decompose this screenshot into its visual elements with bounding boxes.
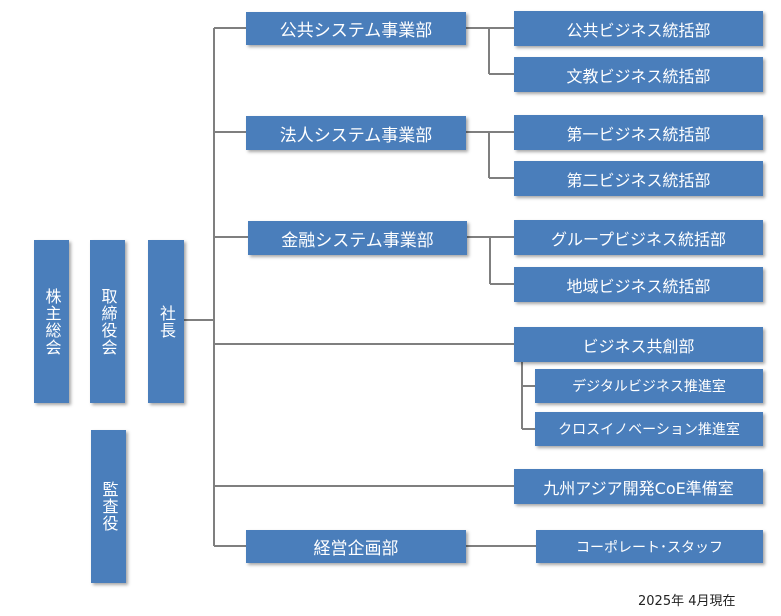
kyushu-coe-office-box: 九州アジア開発CoE準備室 bbox=[514, 469, 763, 504]
group-business-dept-box: グループビジネス統括部 bbox=[514, 220, 763, 255]
shareholders-meeting-label: 株主総会 bbox=[42, 287, 62, 356]
public-systems-division-box: 公共システム事業部 bbox=[246, 12, 466, 45]
first-business-dept-label: 第一ビジネス統括部 bbox=[566, 124, 711, 144]
corporate-systems-division-label: 法人システム事業部 bbox=[279, 125, 433, 146]
corporate-systems-division-box: 法人システム事業部 bbox=[246, 116, 466, 150]
board-of-directors-box: 取締役会 bbox=[90, 240, 125, 403]
public-business-dept-label: 公共ビジネス統括部 bbox=[566, 20, 711, 40]
business-cocreation-dept-box: ビジネス共創部 bbox=[514, 327, 763, 362]
education-business-dept-box: 文教ビジネス統括部 bbox=[514, 57, 763, 92]
cross-innovation-office-box: クロスイノベーション推進室 bbox=[535, 412, 763, 446]
digital-business-office-label: デジタルビジネス推進室 bbox=[572, 379, 726, 395]
president-label: 社長 bbox=[157, 304, 176, 339]
kyushu-coe-office-label: 九州アジア開発CoE準備室 bbox=[543, 478, 734, 498]
corporate-staff-label: コーポレート･スタッフ bbox=[576, 539, 723, 556]
second-business-dept-label: 第二ビジネス統括部 bbox=[566, 170, 711, 190]
corporate-planning-box: 経営企画部 bbox=[246, 530, 466, 563]
shareholders-meeting-box: 株主総会 bbox=[34, 240, 69, 403]
corporate-planning-label: 経営企画部 bbox=[313, 539, 399, 559]
corporate-staff-box: コーポレート･スタッフ bbox=[536, 530, 763, 563]
first-business-dept-box: 第一ビジネス統括部 bbox=[514, 115, 763, 150]
president-box: 社長 bbox=[148, 240, 184, 403]
auditor-box: 監査役 bbox=[91, 430, 126, 583]
second-business-dept-box: 第二ビジネス統括部 bbox=[514, 161, 763, 196]
public-business-dept-box: 公共ビジネス統括部 bbox=[514, 11, 763, 46]
financial-systems-division-label: 金融システム事業部 bbox=[281, 230, 434, 251]
auditor-label: 監査役 bbox=[99, 481, 119, 532]
regional-business-dept-box: 地域ビジネス統括部 bbox=[514, 267, 763, 302]
financial-systems-division-box: 金融システム事業部 bbox=[248, 221, 467, 255]
education-business-dept-label: 文教ビジネス統括部 bbox=[566, 66, 711, 86]
group-business-dept-label: グループビジネス統括部 bbox=[550, 229, 727, 249]
business-cocreation-dept-label: ビジネス共創部 bbox=[582, 336, 695, 356]
public-systems-division-label: 公共システム事業部 bbox=[279, 21, 433, 41]
board-of-directors-label: 取締役会 bbox=[98, 287, 118, 356]
regional-business-dept-label: 地域ビジネス統括部 bbox=[566, 276, 711, 296]
as-of-date: 2025年 4月現在 bbox=[638, 594, 736, 609]
cross-innovation-office-label: クロスイノベーション推進室 bbox=[558, 422, 740, 438]
digital-business-office-box: デジタルビジネス推進室 bbox=[535, 369, 763, 403]
